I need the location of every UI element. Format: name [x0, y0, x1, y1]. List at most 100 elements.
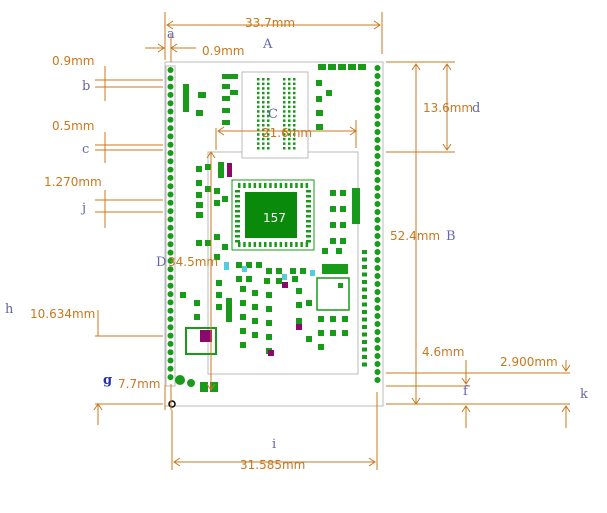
header-pin	[167, 340, 174, 347]
dim-width-top: 33.7mm	[245, 16, 295, 30]
chip-pad	[284, 242, 288, 247]
component	[330, 316, 336, 322]
dimension-lines	[93, 12, 571, 470]
bga-ball	[283, 96, 286, 99]
header-pin	[374, 377, 381, 383]
component-purple	[296, 324, 302, 330]
bga-ball	[267, 119, 270, 122]
bga-ball	[267, 78, 270, 81]
component	[196, 212, 203, 218]
header-pin	[374, 249, 381, 255]
component	[306, 300, 312, 306]
dim-a-gap: 0.9mm	[202, 44, 244, 58]
header-pin	[374, 273, 381, 279]
header-pin	[374, 289, 381, 295]
component	[340, 190, 346, 196]
header-pin	[167, 357, 174, 364]
chip-pad	[235, 220, 240, 223]
component	[256, 262, 262, 268]
bga-ball	[262, 91, 265, 95]
chip-pad	[235, 230, 240, 233]
component	[318, 330, 324, 336]
component	[240, 342, 246, 348]
component	[316, 80, 322, 86]
bga-ball	[283, 110, 286, 113]
component	[196, 110, 203, 116]
bga-ball	[267, 110, 270, 113]
component-purple	[227, 163, 232, 177]
header-pin	[374, 305, 381, 311]
label-b: b	[82, 79, 90, 94]
chip-pad	[306, 220, 311, 223]
header-pin	[374, 161, 381, 167]
component	[316, 96, 322, 102]
header-pad	[362, 250, 367, 254]
chip-pad	[269, 242, 272, 247]
bga-ball	[262, 96, 265, 99]
chip-pad	[295, 183, 298, 188]
component	[252, 332, 258, 338]
bga-ball	[288, 124, 291, 127]
component	[296, 302, 302, 308]
header-pad	[362, 347, 367, 352]
header-pin	[374, 121, 381, 127]
header-pin	[167, 208, 174, 215]
chip-pad	[243, 242, 246, 247]
purple-part	[200, 330, 212, 342]
bga-ball	[283, 78, 286, 81]
chip-pad	[269, 183, 272, 188]
header-pin	[374, 169, 381, 175]
chip-pad	[253, 242, 257, 247]
component	[222, 244, 228, 250]
header-pin	[374, 201, 381, 207]
bga-ball	[288, 96, 291, 99]
chip-pad	[238, 242, 241, 247]
header-pad	[362, 340, 367, 344]
component-purple	[268, 350, 274, 356]
memory-bga	[257, 78, 296, 150]
chip-pad	[300, 183, 303, 188]
component-cyan	[282, 274, 287, 280]
dim-d-offset: 13.6mm	[423, 101, 473, 115]
component	[216, 304, 222, 310]
chip-pad	[248, 183, 251, 188]
component	[340, 238, 346, 244]
bga-ball	[288, 87, 291, 90]
component	[216, 280, 222, 286]
component	[236, 262, 242, 268]
component	[226, 298, 232, 322]
bga-ball	[293, 133, 296, 136]
bga-ball	[288, 128, 291, 132]
component	[330, 222, 336, 228]
bga-ball	[283, 133, 286, 136]
chip-pad	[284, 183, 288, 188]
bga-ball	[262, 119, 265, 122]
bga-ball	[293, 110, 296, 113]
chip-pad	[235, 190, 240, 193]
header-pad	[362, 287, 367, 292]
component	[180, 292, 186, 298]
bga-ball	[267, 128, 270, 132]
component	[266, 268, 272, 274]
header-pin	[167, 91, 174, 98]
dim-c-pad: 0.5mm	[52, 119, 94, 133]
bga-ball	[283, 137, 286, 141]
chip-pad	[235, 200, 240, 203]
bga-ball	[288, 110, 291, 113]
component	[222, 74, 230, 79]
chip-pad	[235, 205, 240, 208]
header-pin	[167, 216, 174, 223]
bga-ball	[283, 119, 286, 122]
label-a: a	[167, 27, 175, 42]
chip-pad	[235, 195, 240, 198]
label-h: h	[5, 302, 14, 317]
component	[194, 300, 200, 306]
header-pin	[167, 257, 174, 264]
header-pin	[374, 137, 381, 143]
chip-pad	[274, 242, 277, 247]
bga-ball	[293, 128, 296, 132]
mount-hole	[187, 379, 195, 387]
bga-ball	[267, 91, 270, 95]
component	[218, 162, 224, 178]
